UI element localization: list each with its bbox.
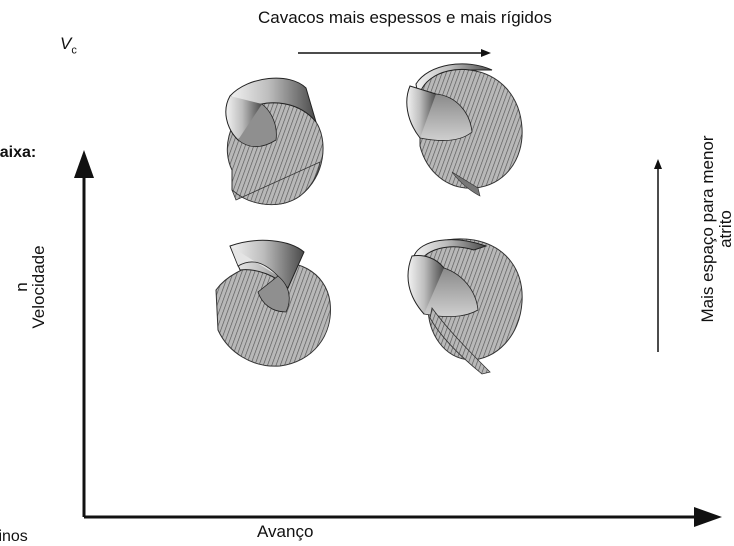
- top-trend-caption: Cavacos mais espessos e mais rígidos: [258, 8, 552, 27]
- right-trend-arrowhead: [654, 159, 662, 169]
- y-axis-label: n Velocidade: [12, 217, 48, 357]
- chip-top-right: [406, 63, 523, 197]
- right-trend-caption-line2: atrito: [716, 210, 734, 248]
- x-axis-arrowhead: [694, 507, 722, 527]
- chip-bottom-right: [407, 238, 523, 375]
- truncated-label-baixa: baixa:: [0, 144, 37, 161]
- chip-bottom-left: [215, 239, 331, 367]
- y-axis-label-fragment: n: [12, 282, 31, 292]
- y-axis-arrowhead: [74, 150, 94, 178]
- velocity-symbol: Vc: [60, 34, 77, 57]
- x-axis-label: Avanço: [257, 522, 314, 541]
- truncated-label-finos: finos: [0, 528, 28, 545]
- chip-top-left: [225, 77, 324, 206]
- right-trend-caption: Mais espaço para menor atrito: [698, 119, 734, 339]
- y-axis-label-text: Velocidade: [29, 245, 48, 329]
- top-trend-arrowhead: [481, 49, 491, 57]
- right-trend-caption-line1: Mais espaço para menor: [698, 135, 717, 323]
